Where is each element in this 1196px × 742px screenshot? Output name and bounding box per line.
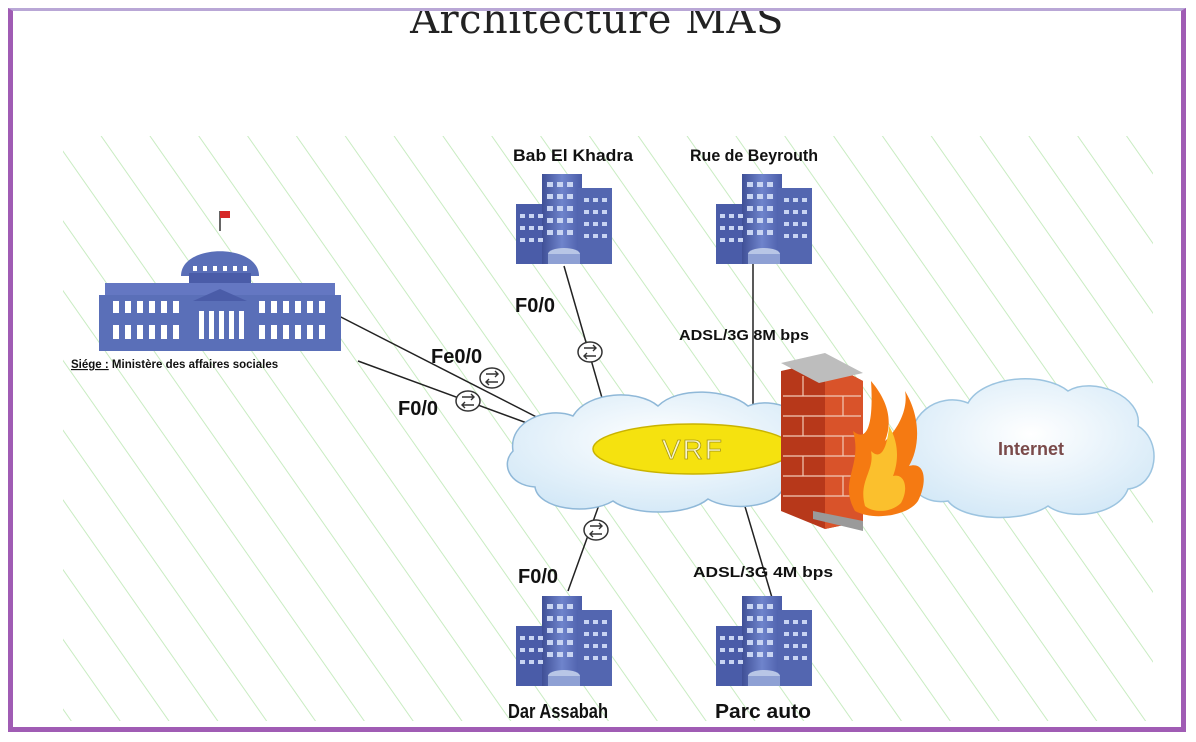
siege-fe-router-icon — [479, 367, 505, 389]
vrf-label: VRF — [662, 434, 724, 465]
siege-fe-label: Fe0/0 — [431, 346, 482, 368]
firewall-icon — [781, 353, 924, 531]
bab-el-khadra-label: Bab El Khadra — [513, 146, 634, 165]
slide-frame: Architecture MAS — [8, 8, 1186, 732]
dar-assabah-label: Dar Assabah — [508, 701, 608, 723]
siege-prefix: Siége : — [71, 359, 109, 371]
page-title: Architecture MAS — [410, 8, 784, 43]
internet-cloud: Internet — [907, 378, 1155, 519]
siege-label: Siége : Ministère des affaires sociales — [71, 359, 278, 371]
vrf-router: VRF — [592, 423, 794, 475]
rue-adsl-label: ADSL/3G 8M bps — [679, 327, 809, 344]
bab-f-label: F0/0 — [515, 295, 555, 317]
parc-auto-label: Parc auto — [715, 701, 811, 723]
bab-router-icon — [577, 341, 603, 363]
ministry-building-icon — [99, 211, 341, 351]
internet-label: Internet — [998, 439, 1064, 459]
network-diagram: Internet VRF — [63, 136, 1155, 723]
dar-router-icon — [583, 519, 609, 541]
siege-name: Ministère des affaires sociales — [109, 359, 278, 371]
rue-de-beyrouth-label: Rue de Beyrouth — [690, 146, 818, 165]
parc-adsl-label: ADSL/3G 4M bps — [693, 564, 833, 581]
siege-f-label: F0/0 — [398, 398, 438, 420]
dar-f-label: F0/0 — [518, 566, 558, 588]
siege-f-router-icon — [455, 390, 481, 412]
